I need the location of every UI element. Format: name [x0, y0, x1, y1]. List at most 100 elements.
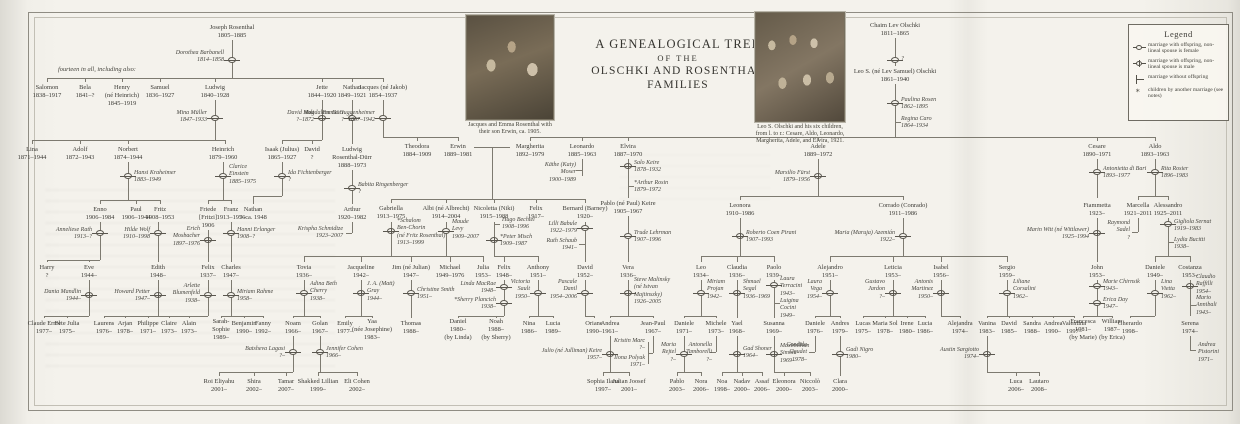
person-label: David? — [304, 146, 320, 161]
connector-line-v — [629, 372, 630, 376]
connector-line-v — [774, 256, 775, 262]
title-line-1: A GENEALOGICAL TREE — [595, 37, 761, 51]
connector-line-v — [1155, 256, 1156, 262]
connector-line-v — [701, 256, 702, 262]
connector-line-v — [223, 162, 224, 200]
marriage-no-offspring-icon — [710, 352, 716, 353]
connector-line-h — [1083, 316, 1112, 317]
connector-line-h — [47, 260, 100, 261]
connector-line-v — [254, 372, 255, 376]
connector-line-v — [830, 256, 831, 262]
connector-line-v — [893, 280, 894, 316]
connector-line-v — [701, 280, 702, 316]
page-bleedthrough — [620, 150, 770, 200]
marriage-offspring-male-icon — [200, 237, 216, 243]
connector-line-v — [286, 372, 287, 376]
connector-line-v — [122, 78, 123, 82]
connector-line-v — [1130, 316, 1131, 318]
connector-line-v — [100, 200, 101, 204]
connector-line-v — [895, 84, 896, 137]
connector-line-v — [536, 199, 537, 203]
connector-line-v — [411, 256, 412, 262]
connector-line-v — [1168, 218, 1169, 256]
connector-line-v — [716, 316, 717, 318]
marriage-offspring-male-icon — [1089, 230, 1105, 236]
person-label: Jacques (né Jakob)1854–1937 — [358, 84, 408, 99]
connector-line-h — [208, 200, 231, 201]
legend-item: marriage with offspring, non-lineal spou… — [1133, 58, 1224, 71]
connector-line-h — [494, 256, 538, 257]
marriage-no-offspring-icon — [1168, 242, 1174, 243]
connector-line-v — [189, 316, 190, 318]
connector-line-v — [318, 372, 319, 376]
connector-line-v — [104, 316, 105, 318]
connector-line-v — [553, 316, 554, 318]
connector-line-v — [208, 280, 209, 316]
marriage-no-offspring-icon — [895, 122, 901, 123]
legend-title: Legend — [1164, 29, 1193, 39]
marriage-offspring-female-icon — [344, 185, 360, 191]
spouse-label: Babita Ringenberger? — [358, 182, 409, 196]
connector-line-v — [417, 137, 418, 141]
connector-line-v — [628, 137, 629, 141]
marriage-offspring-male-icon — [620, 163, 636, 169]
connector-line-h — [585, 316, 594, 317]
photo-leo-olschki-children — [755, 12, 845, 122]
connector-line-v — [494, 199, 495, 203]
legend-box: Legend marriage with offspring, non-line… — [1128, 24, 1229, 121]
spouse-label: David Holt?–1872 — [287, 110, 314, 124]
marriage-offspring-female-icon — [822, 290, 838, 296]
connector-line-h — [684, 316, 716, 317]
connector-line-v — [320, 316, 321, 318]
connector-line-v — [1155, 280, 1156, 316]
connector-line-h — [219, 372, 293, 373]
connector-line-v — [1190, 280, 1191, 316]
connector-line-v — [458, 137, 459, 141]
connector-line-v — [538, 256, 539, 262]
marriage-no-offspring-icon — [774, 303, 780, 304]
connector-line-v — [231, 222, 232, 262]
person-label: Isaak (Julius)1865–1927 — [264, 146, 300, 161]
connector-line-v — [941, 280, 942, 316]
marriage-offspring-female-icon — [895, 233, 911, 239]
connector-line-v — [160, 200, 161, 204]
connector-line-h — [148, 316, 208, 317]
connector-line-v — [653, 336, 654, 353]
connector-line-v — [1112, 316, 1113, 318]
spouse-label: Kristin Marc?– — [614, 338, 645, 352]
marriage-offspring-female-icon — [832, 351, 848, 357]
photo-jacques-emma-rosenthal — [466, 15, 554, 120]
marriage-offspring-female-icon — [223, 292, 239, 298]
connector-line-v — [357, 372, 358, 376]
